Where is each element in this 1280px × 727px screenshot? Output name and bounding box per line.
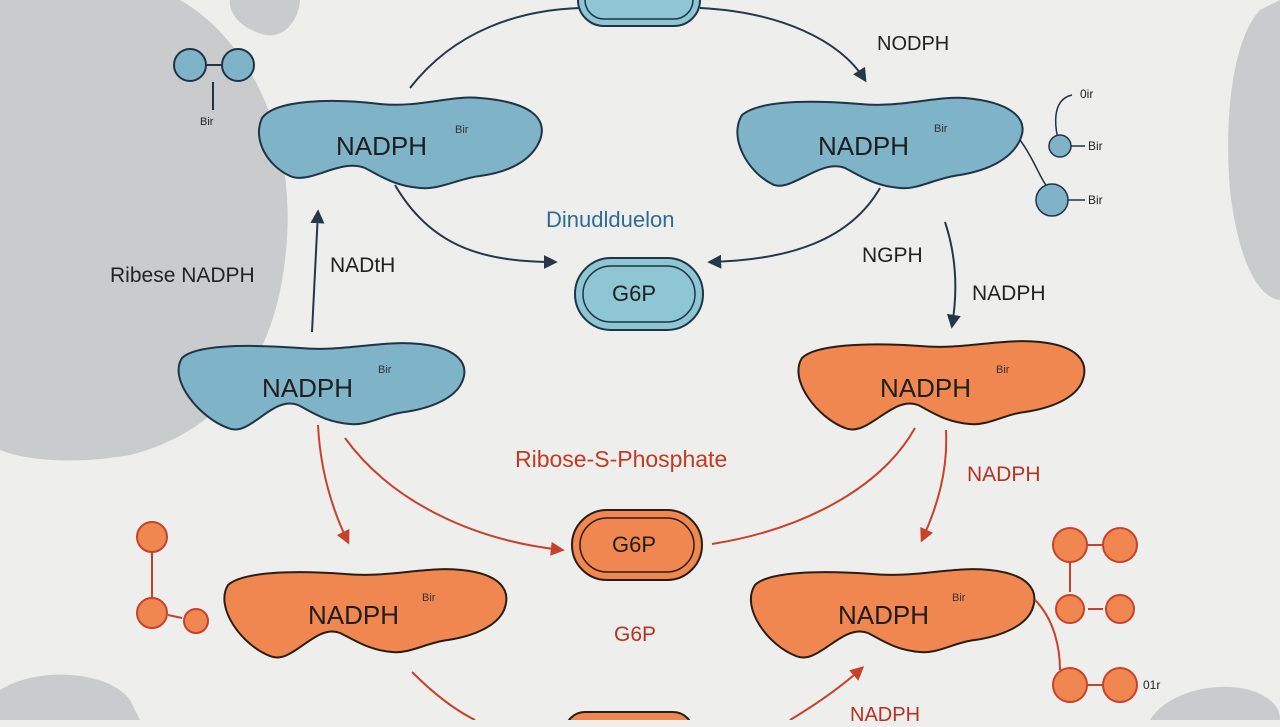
arrow-top-right-to-center <box>707 187 881 269</box>
arrow-mid-left-to-g6p <box>344 437 565 556</box>
center-title: Dinudlduelon <box>546 207 675 232</box>
node-bottom-left[interactable] <box>223 568 508 659</box>
pill-center-orange-inner <box>579 517 695 573</box>
arrow-top-pill-to-top-right <box>699 7 867 83</box>
arrow-right-down <box>944 221 961 329</box>
background-blob-right <box>1228 0 1280 300</box>
node-mid-left-label: NADPH <box>262 373 354 403</box>
node-top-left-sup: Bir <box>455 124 469 136</box>
node-bottom-right-label: NADPH <box>838 600 930 630</box>
background-blob-left <box>0 0 288 461</box>
pill-center-blue-label: G6P <box>612 281 657 306</box>
pill-top-inner <box>584 0 694 20</box>
arrow-label-bottom-right: NADPH <box>850 704 921 726</box>
node-bottom-left-sup: Bir <box>422 592 436 604</box>
arrow-top-left-to-top-pill <box>409 7 581 89</box>
left-side-label: Ribese NADPH <box>110 264 255 287</box>
molecule-label-top-right-3: Bir <box>1088 193 1103 207</box>
node-mid-right[interactable] <box>797 340 1086 431</box>
pill-center-blue-inner <box>582 265 696 323</box>
pill-center-orange[interactable] <box>571 509 703 581</box>
node-top-right[interactable] <box>736 96 1024 190</box>
node-top-right-sup: Bir <box>934 123 948 135</box>
arrow-label-right-lower: NADPH <box>967 463 1041 486</box>
molecule-label-top-left: Bir <box>200 116 214 128</box>
node-mid-right-label: NADPH <box>880 373 972 403</box>
background-blob-bottom-right <box>1150 686 1280 720</box>
arrow-mid-right-to-g6p <box>711 427 916 545</box>
node-top-left[interactable] <box>257 96 543 190</box>
node-mid-left-sup: Bir <box>378 364 392 376</box>
node-bottom-right-sup: Bir <box>952 592 966 604</box>
pill-bottom[interactable] <box>565 711 693 720</box>
molecule-icon-bottom-right <box>1034 527 1138 703</box>
node-top-right-label: NADPH <box>818 131 910 161</box>
node-bottom-left-label: NADPH <box>308 600 400 630</box>
center-subtitle: Ribose-S-Phosphate <box>515 446 728 472</box>
arrow-label-right-mid: NADPH <box>972 282 1046 305</box>
node-bottom-right[interactable] <box>749 568 1036 659</box>
molecule-icon-top-left <box>173 48 255 110</box>
arrow-mid-right-down <box>920 429 948 543</box>
pill-center-blue[interactable] <box>574 257 704 331</box>
arrow-label-top-right: NODPH <box>877 33 950 55</box>
arrow-top-left-to-center <box>394 184 558 269</box>
arrow-label-left-mid: NADtH <box>330 254 396 277</box>
node-mid-right-sup: Bir <box>996 364 1010 376</box>
background-blob-bottom-left <box>0 674 140 720</box>
pill-top[interactable] <box>577 0 701 27</box>
arrow-label-right-upper: NGPH <box>862 244 923 267</box>
molecule-icon-top-right <box>1019 94 1085 217</box>
arrow-mid-left-up <box>310 209 325 333</box>
node-top-left-label: NADPH <box>336 131 428 161</box>
molecule-label-top-right-2: Bir <box>1088 139 1103 153</box>
molecule-label-top-right-1: 0ir <box>1080 87 1094 101</box>
arrow-mid-left-down <box>317 424 350 545</box>
molecule-icon-bottom-left <box>136 521 209 634</box>
node-mid-left[interactable] <box>177 342 466 431</box>
pill-center-orange-label: G6P <box>612 532 657 557</box>
molecule-label-bottom-right: 01r <box>1143 678 1161 692</box>
arrow-bottom-up-right <box>789 666 865 720</box>
arrow-bottom-left-down <box>411 671 476 720</box>
arrow-label-bottom-center: G6P <box>614 623 657 646</box>
background-blob-top <box>229 0 300 36</box>
